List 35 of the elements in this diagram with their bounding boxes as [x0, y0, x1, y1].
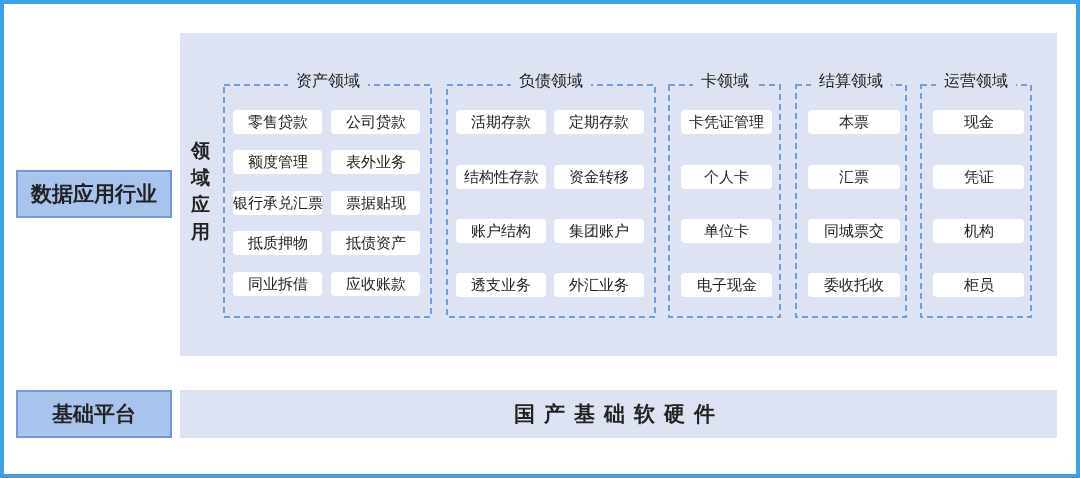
item-box: 个人卡 — [681, 165, 772, 189]
item-box: 单位卡 — [681, 219, 772, 243]
item-box: 额度管理 — [233, 150, 322, 174]
item-box: 柜员 — [933, 273, 1024, 297]
category-box: 基础平台 — [16, 390, 172, 438]
panel-title: 领域应用 — [189, 138, 211, 244]
item-box: 抵质押物 — [233, 231, 322, 255]
item-box: 电子现金 — [681, 273, 772, 297]
item-box: 现金 — [933, 110, 1024, 134]
item-box: 外汇业务 — [554, 273, 644, 297]
item-box: 委收托收 — [808, 273, 900, 297]
item-box: 票据贴现 — [331, 191, 420, 215]
item-box: 账户结构 — [456, 219, 546, 243]
item-box: 应收账款 — [331, 272, 420, 296]
item-box: 银行承兑汇票 — [233, 191, 322, 215]
item-box: 资金转移 — [554, 165, 644, 189]
item-box: 结构性存款 — [456, 165, 546, 189]
item-box: 集团账户 — [554, 219, 644, 243]
item-box: 抵债资产 — [331, 231, 420, 255]
item-box: 凭证 — [933, 165, 1024, 189]
item-box: 定期存款 — [554, 110, 644, 134]
item-box: 同业拆借 — [233, 272, 322, 296]
item-box: 表外业务 — [331, 150, 420, 174]
platform-panel: 国产基础软硬件 — [180, 390, 1057, 438]
item-box: 透支业务 — [456, 273, 546, 297]
item-box: 零售贷款 — [233, 110, 322, 134]
item-box: 同城票交 — [808, 219, 900, 243]
item-box: 机构 — [933, 219, 1024, 243]
category-box: 数据应用行业 — [16, 170, 172, 218]
domain-panel — [180, 33, 1057, 356]
item-box: 公司贷款 — [331, 110, 420, 134]
item-box: 活期存款 — [456, 110, 546, 134]
item-box: 卡凭证管理 — [681, 110, 772, 134]
item-box: 本票 — [808, 110, 900, 134]
item-box: 汇票 — [808, 165, 900, 189]
